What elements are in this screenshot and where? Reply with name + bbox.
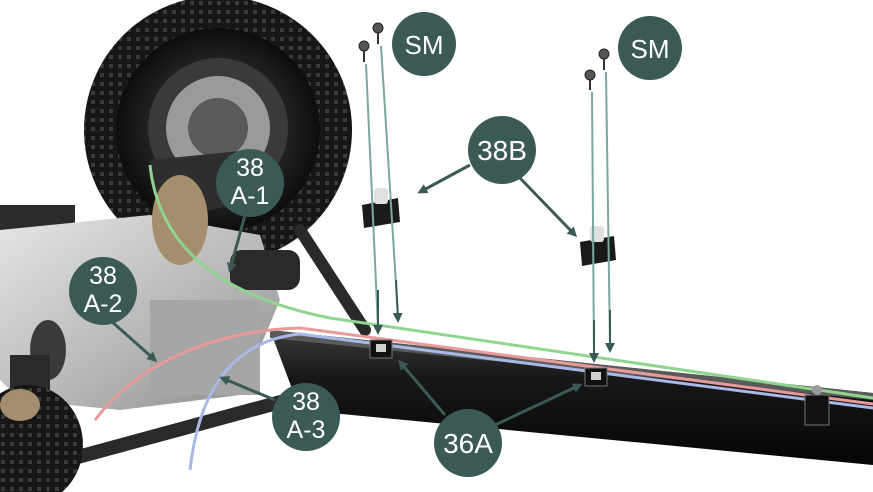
callout-36a: 36A — [434, 409, 502, 477]
clip-36a-right — [584, 367, 608, 387]
callout-sm-left: SM — [392, 12, 456, 76]
clip-38b-left — [362, 188, 400, 228]
arrow-38b-left — [417, 163, 471, 194]
callout-sm-right: SM — [618, 16, 682, 80]
callout-arrows — [109, 163, 615, 427]
clip-38b-right — [580, 226, 616, 266]
callout-38a2-line2: A-2 — [84, 290, 123, 318]
screw-left-1 — [358, 40, 379, 329]
callout-38a3: 38 A-3 — [272, 383, 340, 451]
wires — [93, 164, 873, 471]
callout-38a3-line1: 38 — [292, 388, 320, 416]
callout-38a2-line1: 38 — [89, 262, 117, 290]
callout-38a1-line1: 38 — [236, 154, 264, 182]
screw-left-2 — [372, 22, 399, 317]
screw-right-2 — [598, 48, 611, 347]
callout-sm-left-text: SM — [405, 30, 444, 60]
arrow-38a1 — [227, 214, 247, 273]
arrow-38a3 — [219, 376, 276, 402]
clip-36a-left — [369, 339, 393, 359]
arrow-36a-left — [398, 359, 447, 416]
callout-38a3-line2: A-3 — [287, 416, 326, 444]
arrow-screw-left-2 — [392, 279, 403, 323]
arrow-38b-right — [518, 176, 578, 238]
callout-38b: 38B — [468, 116, 536, 184]
callout-sm-right-text: SM — [631, 34, 670, 64]
callout-38a1: 38 A-1 — [216, 149, 284, 217]
arrow-36a-right — [494, 383, 583, 427]
callout-38a1-line2: A-1 — [231, 182, 270, 210]
screw-right-1 — [584, 69, 596, 357]
clip-far-right — [804, 385, 830, 426]
callout-38b-text: 38B — [477, 135, 527, 166]
front-wheel — [0, 385, 83, 492]
arrow-38a2 — [109, 318, 158, 362]
callout-38a2: 38 A-2 — [69, 257, 137, 325]
callout-36a-text: 36A — [443, 428, 493, 459]
